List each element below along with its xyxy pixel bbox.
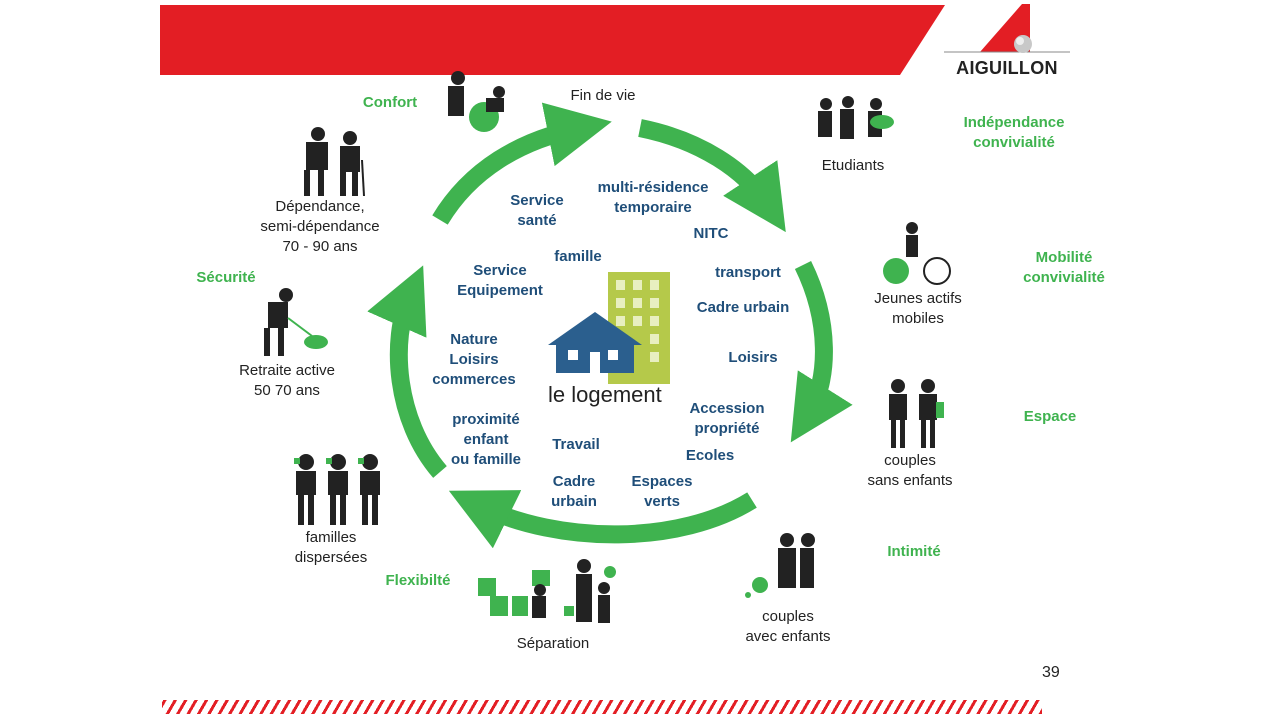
cycle-arrow-right bbox=[790, 261, 853, 443]
etudiants-figures-icon bbox=[818, 96, 894, 139]
header-banner bbox=[160, 5, 945, 75]
need-nature-loisirs-commerces: Nature Loisirs commerces bbox=[432, 331, 516, 388]
stage-retraite-active: Retraite active 50 70 ans bbox=[239, 362, 335, 399]
fin-de-vie-figures-icon bbox=[448, 71, 505, 132]
house-icon bbox=[548, 312, 642, 373]
need-proximite: proximité enfant ou famille bbox=[450, 411, 521, 468]
stage-jeunes-actifs: Jeunes actifs mobiles bbox=[874, 290, 962, 327]
stage-familles-dispersees: familles dispersées bbox=[294, 529, 368, 566]
value-intimite: Intimité bbox=[887, 543, 941, 560]
value-confort: Confort bbox=[362, 94, 418, 111]
need-accession-propriete: Accession propriété bbox=[689, 400, 765, 437]
footer-stripe bbox=[162, 700, 1042, 714]
value-flexibilite: Flexibilté bbox=[385, 572, 451, 589]
page-number: 39 bbox=[1042, 664, 1060, 681]
cycle-arrow-top-left bbox=[432, 102, 612, 225]
stage-fin-de-vie: Fin de vie bbox=[570, 87, 636, 104]
cycle-arrow-top-right bbox=[638, 119, 786, 233]
jeunes-actifs-figures-icon bbox=[883, 222, 951, 285]
need-cadre-urbain-bottom: Cadre urbain bbox=[551, 473, 597, 510]
need-loisirs: Loisirs bbox=[728, 349, 778, 366]
logo-text: AIGUILLON bbox=[956, 58, 1058, 78]
value-espace: Espace bbox=[1023, 408, 1077, 425]
stage-dependance: Dépendance, semi-dépendance 70 - 90 ans bbox=[260, 198, 380, 255]
retraite-active-figures-icon bbox=[264, 288, 328, 356]
cycle-arrow-left bbox=[367, 265, 447, 478]
need-famille: famille bbox=[554, 248, 602, 265]
familles-dispersees-figures-icon bbox=[294, 454, 380, 525]
need-service-sante: Service santé bbox=[510, 192, 564, 229]
building-icon bbox=[608, 272, 670, 384]
value-independance: Indépendance convivialité bbox=[963, 114, 1065, 151]
logo-mark-icon bbox=[944, 4, 1070, 53]
dependance-figures-icon bbox=[304, 127, 365, 197]
need-travail: Travail bbox=[552, 436, 600, 453]
need-nitc: NITC bbox=[693, 225, 729, 242]
need-transport: transport bbox=[715, 264, 781, 281]
stage-couples-avec-enfants: couples avec enfants bbox=[745, 608, 831, 645]
need-cadre-urbain-right: Cadre urbain bbox=[696, 299, 790, 316]
value-mobilite: Mobilité convivialité bbox=[1023, 249, 1105, 286]
couples-avec-enfants-figures-icon bbox=[745, 533, 815, 598]
cycle-arrow-bottom bbox=[448, 490, 757, 549]
separation-figures-icon bbox=[478, 559, 616, 623]
couples-sans-enfants-figures-icon bbox=[889, 379, 944, 448]
aiguillon-logo: AIGUILLON bbox=[944, 4, 1070, 80]
need-multi-residence: multi-résidence temporaire bbox=[597, 179, 709, 216]
need-service-equipement: Service Equipement bbox=[457, 262, 543, 299]
center-label: le logement bbox=[548, 382, 662, 407]
stage-couples-sans-enfants: couples sans enfants bbox=[867, 452, 953, 489]
need-espaces-verts: Espaces verts bbox=[631, 473, 693, 510]
value-securite: Sécurité bbox=[196, 269, 256, 286]
stage-etudiants: Etudiants bbox=[821, 157, 885, 174]
stage-separation: Séparation bbox=[516, 635, 590, 652]
need-ecoles: Ecoles bbox=[685, 447, 735, 464]
